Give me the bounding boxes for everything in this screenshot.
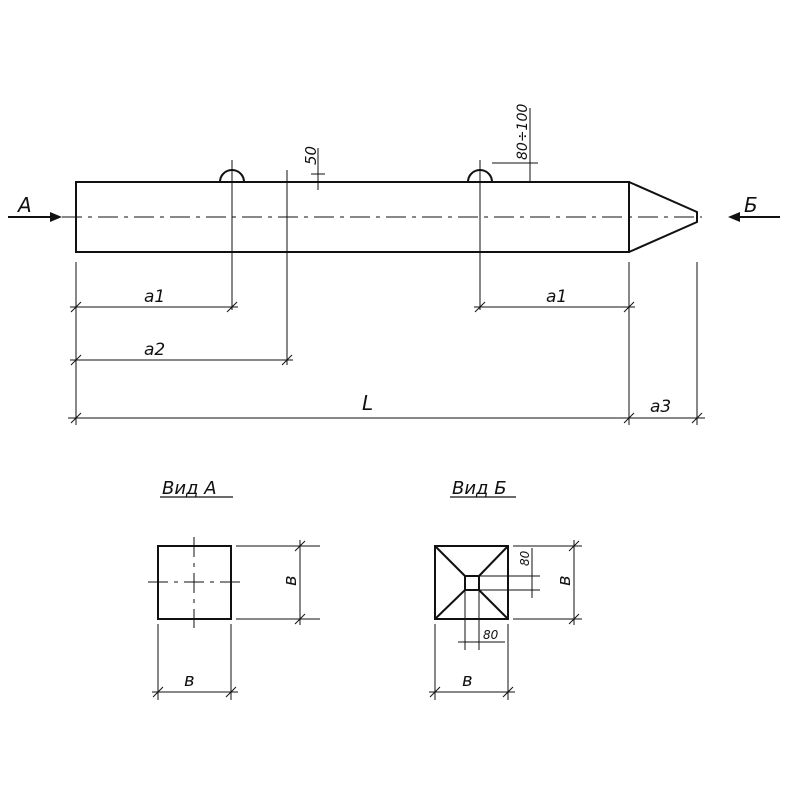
- dim-a1-left-label: a1: [144, 287, 165, 307]
- dim-a2-label: a2: [144, 340, 165, 360]
- view-b-tip-square: [464, 575, 480, 591]
- dim-length-label: L: [362, 391, 373, 415]
- dim-loop-height: 80÷100: [492, 104, 538, 182]
- view-b-tip-vertical-label: 80: [518, 550, 532, 566]
- dim-a1-right: a1: [474, 287, 635, 313]
- dim-a2: a2: [70, 340, 293, 366]
- dim-loop-height-label: 80÷100: [515, 104, 531, 160]
- view-b-side-right-label: в: [554, 575, 575, 586]
- dim-loop-offset: 50: [302, 146, 325, 190]
- pile-side-view: [62, 160, 702, 365]
- view-arrow-a-label: А: [16, 193, 32, 217]
- view-b: Вид Б 80 80 в в: [429, 478, 582, 700]
- dim-length: L: [68, 391, 705, 424]
- view-b-square: [434, 545, 509, 620]
- dim-a1-left: a1: [70, 287, 238, 313]
- pile-tip: [628, 181, 698, 253]
- view-a-title: Вид А: [162, 478, 217, 499]
- view-a-side-right-label: в: [280, 575, 301, 586]
- dim-a3-label: a3: [650, 397, 671, 417]
- view-a: Вид А в в: [148, 478, 320, 700]
- view-a-side-bottom-label: в: [184, 670, 195, 691]
- view-b-tip-horizontal-label: 80: [483, 628, 499, 642]
- view-arrow-b: Б: [728, 193, 780, 222]
- view-b-side-bottom-label: в: [462, 670, 473, 691]
- view-b-title: Вид Б: [452, 478, 507, 499]
- view-arrow-a: А: [8, 193, 62, 222]
- dim-loop-offset-label: 50: [302, 146, 320, 165]
- view-arrow-b-label: Б: [744, 193, 758, 217]
- dim-a1-right-label: a1: [546, 287, 567, 307]
